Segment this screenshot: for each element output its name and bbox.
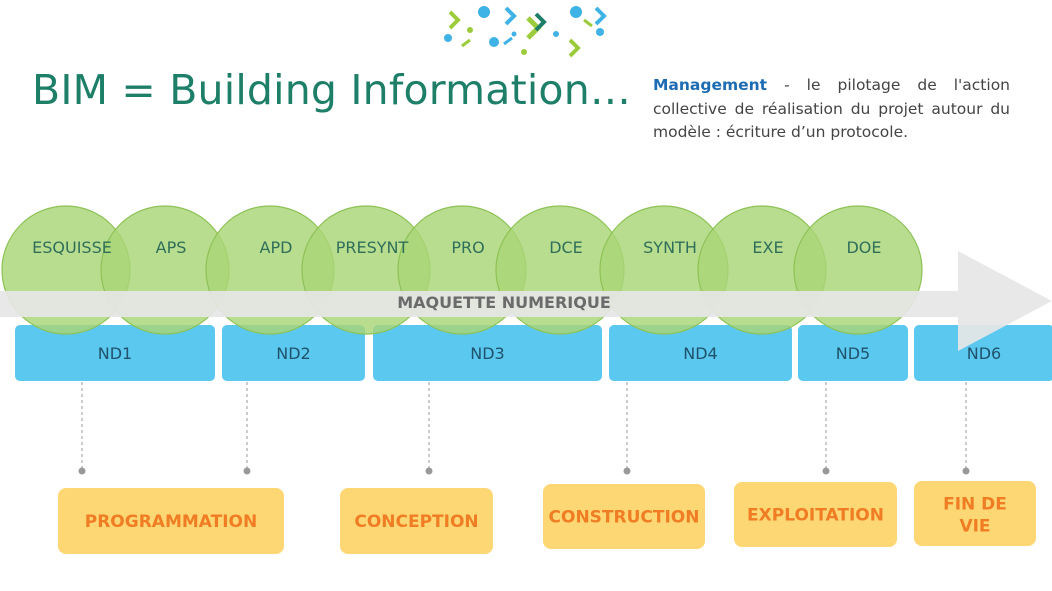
maquette-arrow [0,251,1052,351]
phase-label: DOE [846,238,881,257]
nd-block [373,325,602,381]
maquette-label: MAQUETTE NUMERIQUE [397,293,611,312]
phase-label: EXE [752,238,783,257]
management-description: Management - le pilotage de l'action col… [653,74,1010,145]
connector-dot [78,467,86,475]
management-text: - le pilotage de l'action collective de … [653,76,1010,141]
nd-block [914,325,1052,381]
nd-blocks: ND1 ND2 ND3 ND4 ND5 ND6 [15,325,1052,381]
connector-lines [78,382,970,475]
stage-boxes: PROGRAMMATION CONCEPTION CONSTRUCTION EXPLO… [58,481,1036,554]
stage-label: PROGRAMMATION [85,512,257,532]
connector-dot [822,467,830,475]
nd-label: ND6 [967,344,1001,363]
phase-label: ESQUISSE [32,238,112,257]
stage-box [58,488,284,554]
logo-dots-decoration [438,0,618,60]
nd-block [798,325,908,381]
nd-label: ND2 [276,344,310,363]
phase-labels: ESQUISSE APS APD PRESYNT PRO DCE SYNTH EXE DOE [32,238,881,257]
nd-block [15,325,215,381]
management-keyword: Management [653,76,768,94]
phase-label: PRESYNT [336,238,409,257]
stage-label: CONCEPTION [354,512,478,532]
slide-title: BIM = Building Information… [32,66,632,114]
nd-label: ND4 [683,344,717,363]
connector-dot [243,467,251,475]
stage-box [543,484,705,549]
phase-label: APD [260,238,293,257]
stage-box [914,481,1036,546]
connector-dot [623,467,631,475]
stage-label: CONSTRUCTION [549,508,700,528]
nd-block [609,325,792,381]
nd-block [222,325,365,381]
phase-label: DCE [549,238,583,257]
phase-label: APS [156,238,187,257]
connector-dot [962,467,970,475]
stage-box [340,488,493,554]
connector-dot [425,467,433,475]
nd-label: ND1 [98,344,132,363]
nd-label: ND3 [470,344,504,363]
stage-label: EXPLOITATION [747,506,884,526]
phase-label: SYNTH [643,238,697,257]
phase-label: PRO [451,238,484,257]
nd-label: ND5 [836,344,870,363]
stage-box [734,482,897,547]
